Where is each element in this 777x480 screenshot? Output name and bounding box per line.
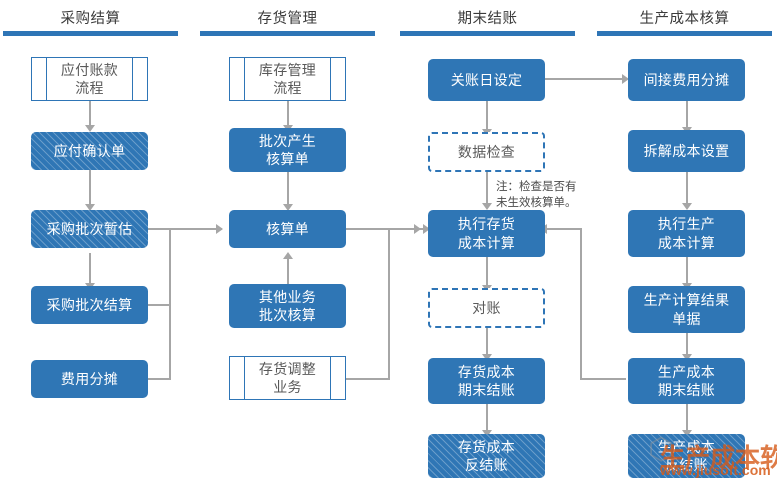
column-title-production-cost: 生产成本核算 xyxy=(639,11,730,27)
arrowhead-other-biz-to-acct-doc xyxy=(283,252,293,259)
connector-result-doc-to-prod-cost-close xyxy=(686,333,688,358)
column-title-purchase-settlement: 采购结算 xyxy=(60,11,121,27)
connector-closing-date-to-data-check xyxy=(486,101,488,131)
connector-prod-cost-close-feedback-into-run-inv xyxy=(545,228,582,230)
node-ap-process[interactable]: 应付账款 流程 xyxy=(31,57,148,101)
arrowhead-ap-confirm-to-po-estimate xyxy=(85,204,95,211)
node-ap-confirm[interactable]: 应付确认单 xyxy=(31,132,148,170)
connector-other-biz-to-acct-doc xyxy=(287,258,289,284)
arrowhead-batch-gen-to-acct-doc xyxy=(283,204,293,211)
node-prod-cost-unclose[interactable]: 生产成本 反结账 xyxy=(628,434,745,478)
arrowhead-col1-merge-into-acct-doc xyxy=(216,224,223,234)
connector-po-settle-right-stub xyxy=(147,304,171,306)
connector-run-prod-cost-to-result-doc xyxy=(686,257,688,286)
column-rule-production-cost xyxy=(597,31,772,36)
connector-ap-process-to-ap-confirm xyxy=(89,101,91,127)
node-acct-doc[interactable]: 核算单 xyxy=(229,210,346,248)
connector-prod-cost-close-feedback-left xyxy=(580,378,626,380)
connector-bus-into-run-inv-cost xyxy=(388,228,430,230)
connector-expense-right-stub xyxy=(147,378,171,380)
connector-inv-adjust-right xyxy=(345,378,390,380)
connector-col1-merge-bus xyxy=(169,228,171,380)
node-run-inv-cost-calc[interactable]: 执行存货 成本计算 xyxy=(428,210,545,257)
node-closing-date-set[interactable]: 关账日设定 xyxy=(428,59,545,101)
connector-acct-doc-right xyxy=(345,228,390,230)
node-inv-adjust-biz[interactable]: 存货调整 业务 xyxy=(229,356,346,400)
node-po-batch-estimate[interactable]: 采购批次暂估 xyxy=(31,210,148,248)
arrowhead-data-check-to-run-inv-cost xyxy=(482,203,492,210)
connector-col1-merge-into-acct-doc xyxy=(169,228,222,230)
connector-reconciliation-to-inv-cost-close xyxy=(486,328,488,358)
node-inv-cost-close[interactable]: 存货成本 期末结账 xyxy=(428,358,545,404)
arrowhead-bus-into-run-inv-cost-outer xyxy=(414,224,421,234)
connector-run-inv-cost-to-reconciliation xyxy=(486,257,488,287)
connector-prod-cost-close-to-unclose xyxy=(686,404,688,432)
arrowhead-result-doc-to-prod-cost-close xyxy=(682,354,692,361)
connector-inv-adjust-up-bus xyxy=(388,228,390,380)
arrowhead-prod-cost-close-to-unclose xyxy=(682,430,692,437)
column-rule-inventory-management xyxy=(200,31,375,36)
node-split-cost-setup[interactable]: 拆解成本设置 xyxy=(628,130,745,172)
column-rule-purchase-settlement xyxy=(3,31,178,36)
arrowhead-bus-into-run-inv-cost-inner xyxy=(423,224,430,234)
arrowhead-inv-cost-close-to-unclose xyxy=(482,430,492,437)
node-inv-cost-unclose[interactable]: 存货成本 反结账 xyxy=(428,434,545,478)
node-expense-allocation[interactable]: 费用分摊 xyxy=(31,360,148,398)
column-title-period-end-closing: 期末结账 xyxy=(457,11,518,27)
node-po-batch-settle[interactable]: 采购批次结算 xyxy=(31,286,148,324)
arrowhead-closing-date-to-indirect-cost xyxy=(622,74,629,84)
node-prod-calc-result-doc[interactable]: 生产计算结果 单据 xyxy=(628,286,745,333)
node-other-biz-batch[interactable]: 其他业务 批次核算 xyxy=(229,284,346,328)
connector-inv-process-to-batch-gen xyxy=(287,101,289,127)
node-batch-gen-acct[interactable]: 批次产生 核算单 xyxy=(229,128,346,172)
connector-batch-gen-to-acct-doc xyxy=(287,172,289,206)
connector-prod-cost-close-feedback-up xyxy=(580,228,582,380)
connector-po-estimate-to-po-settle xyxy=(89,253,91,285)
note-data-check: 注：检查是否有 未生效核算单。 xyxy=(496,181,577,209)
node-data-check[interactable]: 数据检查 xyxy=(428,132,545,172)
connector-closing-date-to-indirect-cost xyxy=(545,78,627,80)
node-run-prod-cost-calc[interactable]: 执行生产 成本计算 xyxy=(628,210,745,257)
arrowhead-reconciliation-to-inv-cost-close xyxy=(482,354,492,361)
connector-indirect-cost-to-split-cost xyxy=(686,101,688,130)
node-inv-process[interactable]: 库存管理 流程 xyxy=(229,57,346,101)
connector-ap-confirm-to-po-estimate xyxy=(89,170,91,206)
arrowhead-split-cost-to-run-prod-cost xyxy=(682,203,692,210)
column-rule-period-end-closing xyxy=(400,31,575,36)
node-prod-cost-close[interactable]: 生产成本 期末结账 xyxy=(628,358,745,404)
connector-inv-cost-close-to-unclose xyxy=(486,404,488,432)
connector-data-check-to-run-inv-cost xyxy=(486,172,488,206)
node-indirect-cost-alloc[interactable]: 间接费用分摊 xyxy=(628,59,745,101)
connector-split-cost-to-run-prod-cost xyxy=(686,172,688,206)
node-reconciliation[interactable]: 对账 xyxy=(428,288,545,328)
column-title-inventory-management: 存货管理 xyxy=(257,11,318,27)
arrowhead-ap-process-to-ap-confirm xyxy=(85,125,95,132)
